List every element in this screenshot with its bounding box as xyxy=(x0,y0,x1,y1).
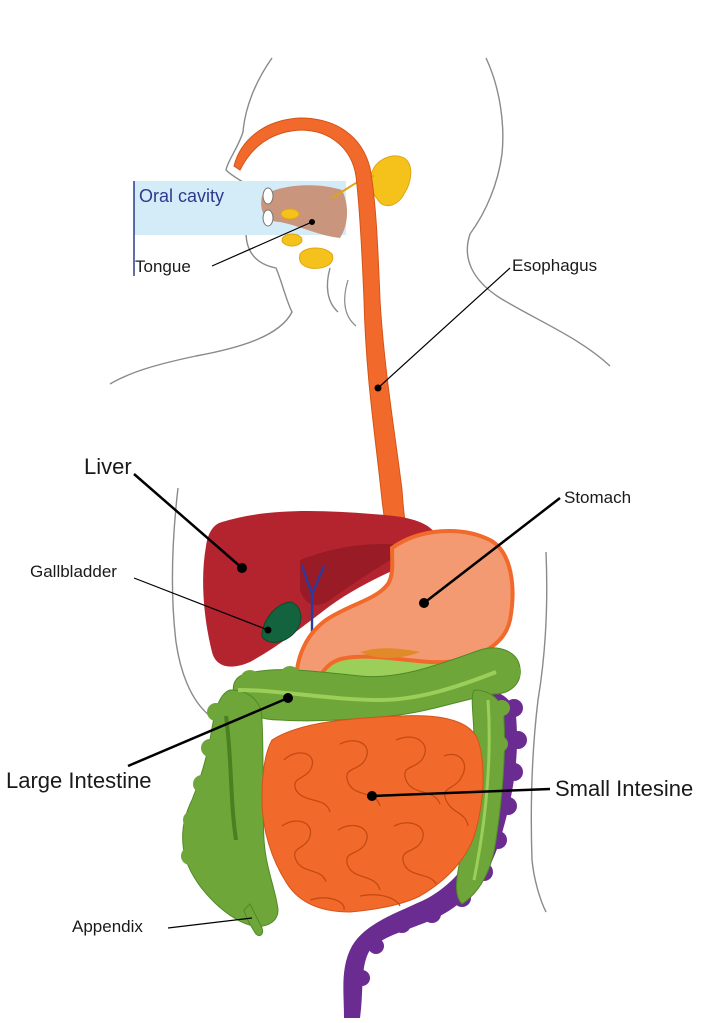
appendix-shape xyxy=(243,903,263,937)
small-intestine-coils xyxy=(281,736,469,911)
stomach-label: Stomach xyxy=(564,488,632,507)
stomach-rugae xyxy=(360,648,420,658)
pointer-lines xyxy=(127,219,561,929)
tongue-label: Tongue xyxy=(135,257,191,276)
small-intestine-label: Small Intesine xyxy=(555,776,694,801)
tooth-lower xyxy=(262,209,274,227)
gallbladder-label: Gallbladder xyxy=(30,562,117,581)
liver-label: Liver xyxy=(84,454,132,479)
small-intestine-shape xyxy=(261,715,484,913)
large-intestine-haustra xyxy=(181,650,521,865)
rectum-shape xyxy=(343,690,518,1018)
gallbladder-shape xyxy=(261,601,302,643)
large-intestine-band-2 xyxy=(224,715,238,841)
appendix-label: Appendix xyxy=(72,917,143,936)
large-intestine-band xyxy=(237,670,497,703)
tongue-shape xyxy=(261,185,348,238)
large-intestine-band-3 xyxy=(472,699,491,881)
esophagus-label: Esophagus xyxy=(512,256,598,275)
liver-shading xyxy=(300,543,410,605)
stomach-shape xyxy=(293,529,515,686)
tooth-upper xyxy=(262,187,274,205)
oral-cavity-label: Oral cavity xyxy=(139,186,225,206)
throat-lines xyxy=(344,279,357,327)
large-intestine-label: Large Intestine xyxy=(6,768,152,793)
